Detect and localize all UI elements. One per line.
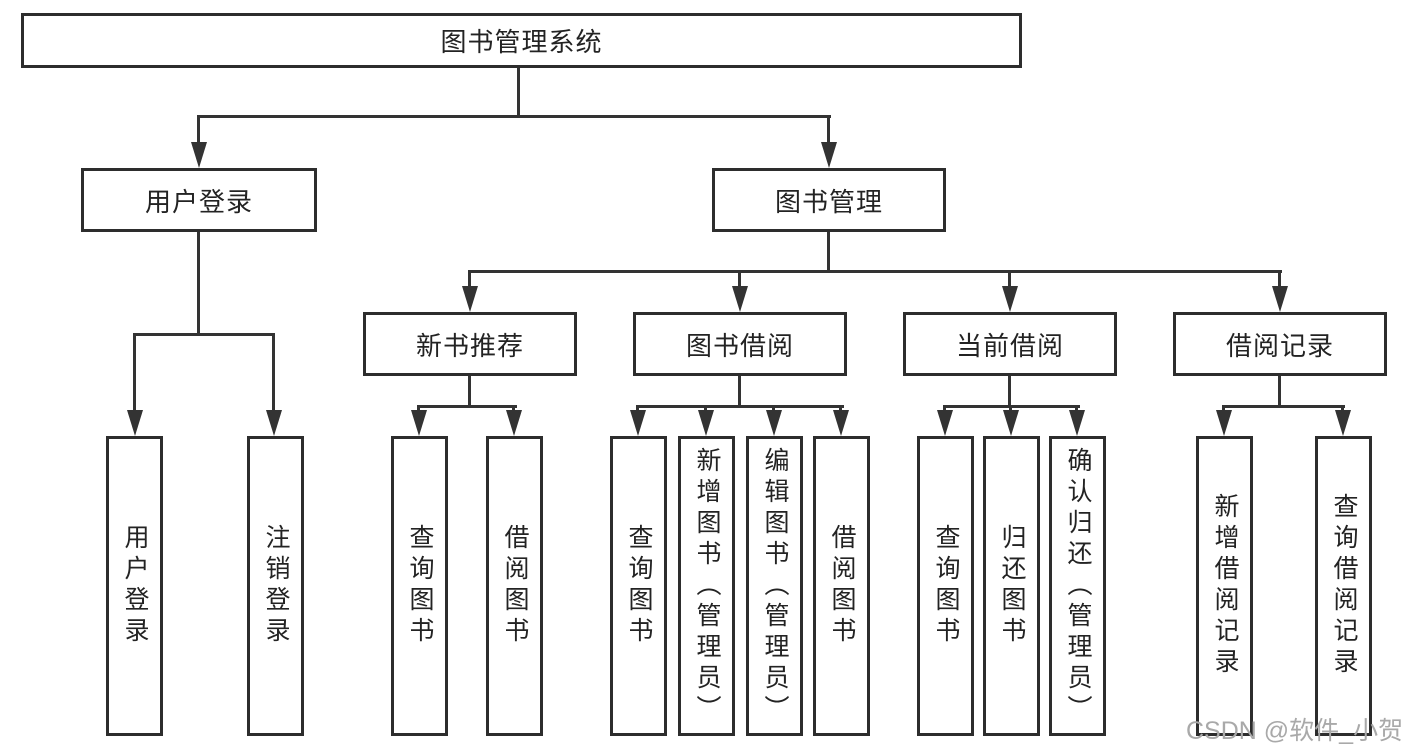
arrow-down-icon [127,410,143,436]
arrow-down-icon [937,410,953,436]
connector-drop-leaf [772,405,775,414]
connector-drop-leaf [636,405,639,414]
leaf-confirm-return-admin: 确认归还（管理员） [1049,436,1106,736]
connector-book-management-branch [468,270,1282,273]
node-book-borrow: 图书借阅 [633,312,847,376]
arrow-down-icon [1272,286,1288,312]
arrow-down-icon [1003,410,1019,436]
leaf-edit-book-admin: 编辑图书（管理员） [746,436,803,736]
connector-drop-leaf [417,405,420,414]
leaf-return-book: 归还图书 [983,436,1040,736]
connector-drop-user-login [197,115,200,144]
leaf-query-book-recommend: 查询图书 [391,436,448,736]
connector-book-borrow-branch [636,405,844,408]
connector-user-login-branch [133,333,275,336]
connector-current-borrow-stub [1008,376,1011,408]
arrow-down-icon [1069,410,1085,436]
node-new-book-recommend: 新书推荐 [363,312,577,376]
connector-drop-leaf [943,405,946,414]
connector-new-recommend-stub [468,376,471,408]
connector-new-recommend-branch [417,405,517,408]
connector-drop-new-recommend [468,270,471,287]
arrow-down-icon [630,410,646,436]
connector-drop-leaf [1222,405,1225,414]
connector-borrow-record-branch [1222,405,1345,408]
arrow-down-icon [833,410,849,436]
connector-user-login-stub [197,232,200,336]
connector-drop-current-borrow [1008,270,1011,287]
connector-drop-leaf [839,405,842,414]
arrow-down-icon [732,286,748,312]
leaf-add-book-admin: 新增图书（管理员） [678,436,735,736]
leaf-query-book-borrow: 查询图书 [610,436,667,736]
arrow-down-icon [411,410,427,436]
arrow-down-icon [506,410,522,436]
leaf-borrow-book: 借阅图书 [813,436,870,736]
arrow-down-icon [462,286,478,312]
node-borrow-record: 借阅记录 [1173,312,1387,376]
node-book-management: 图书管理 [712,168,946,232]
connector-drop-borrow-record [1278,270,1281,287]
csdn-watermark: CSDN @软件_小贺同学 [1186,717,1405,745]
connector-drop-leaf [1341,405,1344,414]
arrow-down-icon [191,142,207,168]
connector-drop-leaf [512,405,515,414]
connector-drop-leaf [1075,405,1078,414]
connector-drop-leaf [704,405,707,414]
arrow-down-icon [1002,286,1018,312]
connector-drop-login-leaf [133,333,136,411]
connector-drop-book-management [827,115,830,144]
arrow-down-icon [266,410,282,436]
connector-book-management-stub [827,232,830,273]
connector-root-stub [517,68,520,117]
connector-drop-logout-leaf [272,333,275,411]
connector-level1-branch [197,115,831,118]
arrow-down-icon [698,410,714,436]
connector-drop-leaf [1009,405,1012,414]
arrow-down-icon [821,142,837,168]
arrow-down-icon [766,410,782,436]
connector-borrow-record-stub [1278,376,1281,408]
leaf-query-book-current: 查询图书 [917,436,974,736]
connector-drop-book-borrow [738,270,741,287]
node-current-borrow: 当前借阅 [903,312,1117,376]
arrow-down-icon [1216,410,1232,436]
leaf-borrow-book-recommend: 借阅图书 [486,436,543,736]
leaf-user-login: 用户登录 [106,436,163,736]
leaf-logout: 注销登录 [247,436,304,736]
node-user-login: 用户登录 [81,168,317,232]
node-root-system: 图书管理系统 [21,13,1022,68]
arrow-down-icon [1335,410,1351,436]
leaf-query-borrow-record: 查询借阅记录 [1315,436,1372,736]
leaf-add-borrow-record: 新增借阅记录 [1196,436,1253,736]
connector-book-borrow-stub [738,376,741,408]
